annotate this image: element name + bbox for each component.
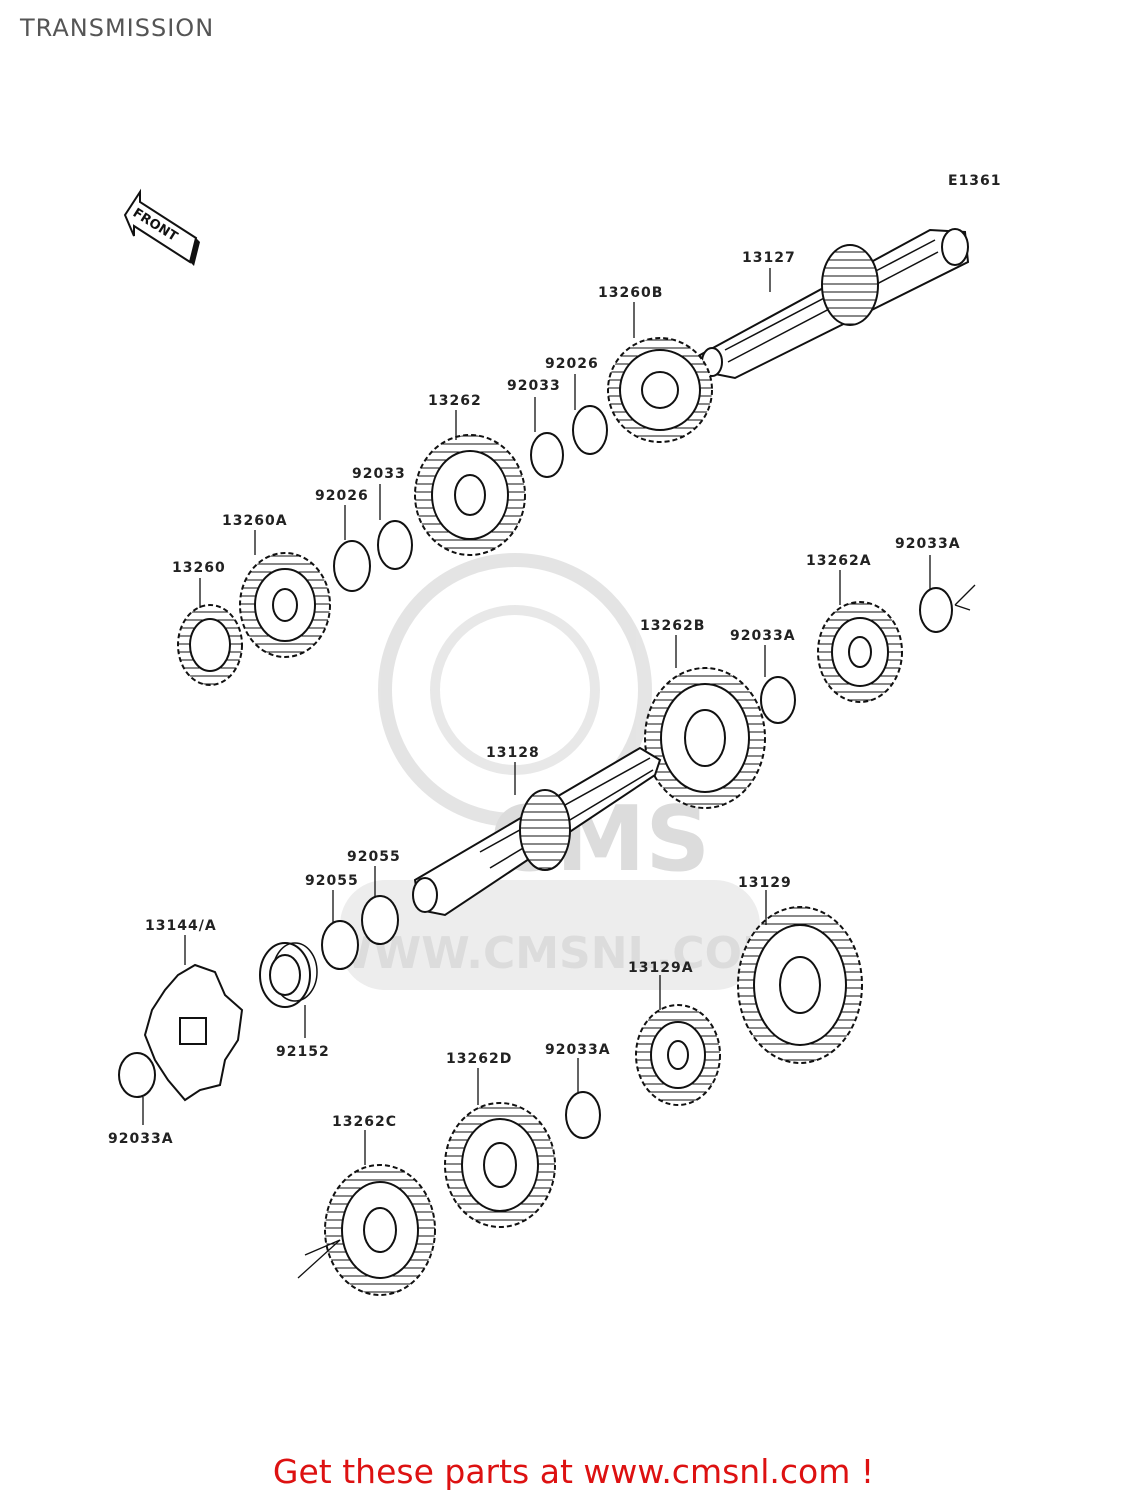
- page-title: TRANSMISSION: [20, 14, 215, 42]
- ring-92026-upper[interactable]: [572, 405, 608, 455]
- label-13129: 13129: [738, 875, 792, 891]
- gear-13260B[interactable]: [607, 337, 713, 443]
- label-92033A-right: 92033A: [895, 536, 961, 552]
- gear-13129A[interactable]: [635, 1004, 721, 1106]
- gear-13129[interactable]: [737, 906, 863, 1064]
- label-92033A-left: 92033A: [108, 1131, 174, 1147]
- label-13260: 13260: [172, 560, 226, 576]
- label-13262C: 13262C: [332, 1114, 397, 1130]
- ring-92033A-lower[interactable]: [565, 1091, 601, 1139]
- label-13144A: 13144/A: [145, 918, 217, 934]
- label-13128: 13128: [486, 745, 540, 761]
- label-13129A: 13129A: [628, 960, 694, 976]
- gear-13262B[interactable]: [644, 667, 766, 809]
- ring-92026-mid[interactable]: [333, 540, 371, 592]
- collar-92152[interactable]: [259, 942, 318, 1008]
- label-13260A: 13260A: [222, 513, 288, 529]
- label-13262B: 13262B: [640, 618, 705, 634]
- ring-92033-mid[interactable]: [377, 520, 413, 570]
- label-92033A-lower: 92033A: [545, 1042, 611, 1058]
- label-92033-upper: 92033: [507, 378, 561, 394]
- ring-92033-upper[interactable]: [530, 432, 564, 478]
- label-92055-b: 92055: [347, 849, 401, 865]
- label-92026-mid: 92026: [315, 488, 369, 504]
- svg-text:WWW.CMSNL.COM: WWW.CMSNL.COM: [324, 928, 786, 979]
- ring-92033A-mid[interactable]: [760, 676, 796, 724]
- label-13262D: 13262D: [446, 1051, 512, 1067]
- shaft-13128[interactable]: [412, 746, 662, 917]
- ring-92033A-left[interactable]: [118, 1052, 156, 1098]
- gear-13262D[interactable]: [444, 1102, 556, 1228]
- label-92152: 92152: [276, 1044, 330, 1060]
- footer-parts-link[interactable]: Get these parts at www.cmsnl.com !: [272, 1452, 875, 1491]
- sprocket-13144A[interactable]: [143, 963, 244, 1102]
- label-92026-upper: 92026: [545, 356, 599, 372]
- label-13260B: 13260B: [598, 285, 663, 301]
- label-13262: 13262: [428, 393, 482, 409]
- gear-13260[interactable]: [177, 604, 243, 686]
- gear-13262[interactable]: [414, 434, 526, 556]
- diagram-code: E1361: [948, 173, 1002, 189]
- label-92055-a: 92055: [305, 873, 359, 889]
- label-92033-mid: 92033: [352, 466, 406, 482]
- gear-13260A[interactable]: [239, 552, 331, 658]
- front-arrow-icon: FRONT: [123, 188, 200, 266]
- oring-92055-a[interactable]: [321, 920, 359, 970]
- gear-13262A[interactable]: [817, 601, 903, 703]
- ring-92033A-right[interactable]: [919, 587, 953, 633]
- label-92033A-mid: 92033A: [730, 628, 796, 644]
- shaft-13127[interactable]: [698, 228, 970, 380]
- gear-13262C[interactable]: [324, 1164, 436, 1296]
- label-13127: 13127: [742, 250, 796, 266]
- oring-92055-b[interactable]: [361, 895, 399, 945]
- label-13262A: 13262A: [806, 553, 872, 569]
